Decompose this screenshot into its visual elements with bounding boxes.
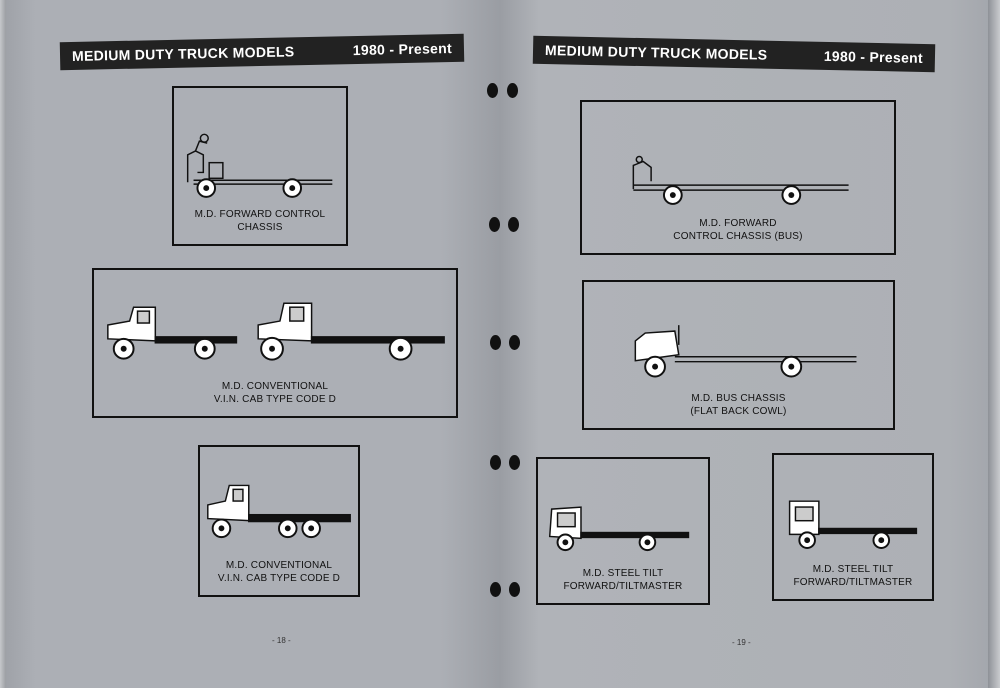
steel-tilt-forward-illustration (788, 500, 918, 549)
page-number: - 18 - (272, 636, 291, 645)
figure-caption: M.D. BUS CHASSIS (FLAT BACK COWL) (690, 393, 787, 417)
forward-control-chassis-illustration (186, 133, 333, 198)
figure-caption: M.D. CONVENTIONAL V.I.N. CAB TYPE CODE D (217, 560, 341, 584)
figure-caption: M.D. FORWARD CONTROL CHASSIS (BUS) (673, 218, 803, 242)
figure-caption: M.D. STEEL TILT FORWARD/TILTMASTER (563, 568, 683, 592)
figure-caption: M.D. CONVENTIONAL V.I.N. CAB TYPE CODE D (213, 381, 337, 405)
figure-caption: M.D. FORWARD CONTROL CHASSIS (194, 209, 326, 233)
header-years: 1980 - Present (823, 47, 924, 66)
binder-hole (507, 83, 518, 98)
binder-hole (487, 83, 498, 98)
forward-control-bus-chassis-illustration (632, 155, 849, 205)
figure-forward-control-chassis: M.D. FORWARD CONTROL CHASSIS (172, 86, 348, 246)
conventional-tandem-illustration (207, 484, 351, 539)
binder-hole (489, 217, 500, 232)
binder-hole (508, 217, 519, 232)
left-page (6, 0, 500, 688)
book-edge-right (988, 0, 1000, 688)
figure-conventional-cab-pair: M.D. CONVENTIONAL V.I.N. CAB TYPE CODE D (92, 268, 458, 418)
binder-hole (509, 455, 520, 470)
book-edge-left (0, 0, 8, 688)
page-number: - 19 - (732, 638, 751, 647)
header-title: MEDIUM DUTY TRUCK MODELS (71, 43, 295, 64)
binder-hole (490, 582, 501, 597)
header-title: MEDIUM DUTY TRUCK MODELS (544, 42, 768, 63)
binder-hole (490, 455, 501, 470)
figure-conventional-tandem: M.D. CONVENTIONAL V.I.N. CAB TYPE CODE D (198, 445, 360, 597)
figure-forward-control-bus: M.D. FORWARD CONTROL CHASSIS (BUS) (580, 100, 896, 255)
conventional-trucks-illustration (107, 302, 445, 361)
bus-chassis-illustration (634, 325, 857, 378)
binder-hole (490, 335, 501, 350)
figure-bus-chassis: M.D. BUS CHASSIS (FLAT BACK COWL) (582, 280, 895, 430)
figure-steel-tilt-2: M.D. STEEL TILT FORWARD/TILTMASTER (772, 453, 934, 601)
binder-hole (509, 335, 520, 350)
steel-tilt-forward-illustration (548, 506, 690, 552)
figure-steel-tilt-1: M.D. STEEL TILT FORWARD/TILTMASTER (536, 457, 710, 605)
figure-caption: M.D. STEEL TILT FORWARD/TILTMASTER (793, 564, 913, 588)
header-years: 1980 - Present (352, 40, 453, 59)
binder-hole (509, 582, 520, 597)
